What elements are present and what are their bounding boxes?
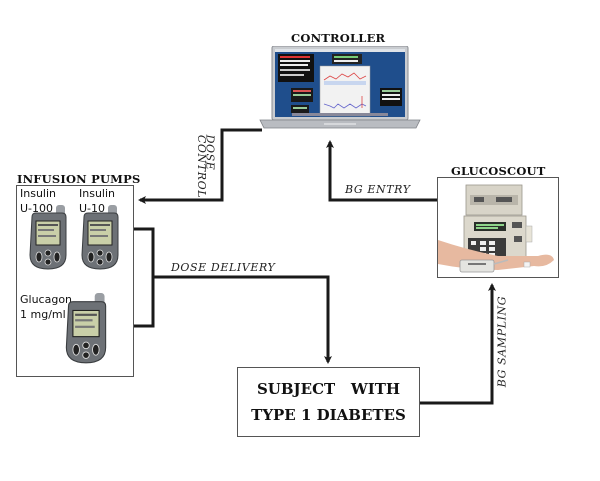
insulin-pump-u10-icon bbox=[80, 205, 120, 271]
subject-box: SUBJECT WITH TYPE 1 DIABETES bbox=[237, 367, 420, 437]
pump-u10-label: Insulin U-10 bbox=[79, 186, 115, 216]
glucoscout-title: GLUCOSCOUT bbox=[451, 164, 546, 178]
pump-u100-line2: U-100 bbox=[20, 202, 54, 215]
bg-sampling-label: BG SAMPLING bbox=[495, 295, 509, 388]
control-dose-arrow bbox=[138, 128, 262, 204]
pump-glucagon-label: Glucagon 1 mg/ml bbox=[20, 292, 72, 322]
dose-delivery-label: DOSE DELIVERY bbox=[171, 261, 276, 274]
pump-u10-line1: Insulin bbox=[79, 187, 116, 200]
bg-entry-label: BG ENTRY bbox=[345, 183, 411, 196]
controller-title: CONTROLLER bbox=[291, 31, 386, 45]
bg-entry-arrow bbox=[326, 140, 437, 202]
subject-line1: SUBJECT WITH bbox=[256, 380, 401, 398]
pump-u100-line1: Insulin bbox=[20, 187, 57, 200]
laptop-icon bbox=[258, 45, 422, 132]
dose-label-line2: DOSE bbox=[203, 134, 217, 171]
pump-glucagon-line2: 1 mg/ml bbox=[20, 308, 66, 321]
control-dose-label: CONTROL DOSE bbox=[188, 132, 218, 202]
dose-delivery-arrow bbox=[153, 275, 332, 364]
glucagon-pump-icon bbox=[64, 293, 108, 365]
pump-u100-label: Insulin U-100 bbox=[20, 186, 56, 216]
subject-line2: TYPE 1 DIABETES bbox=[251, 406, 406, 424]
bg-sampling-arrow bbox=[420, 283, 496, 405]
pump-glucagon-line1: Glucagon bbox=[20, 293, 73, 306]
infusion-pumps-title: INFUSION PUMPS bbox=[17, 172, 141, 186]
insulin-pump-u100-icon bbox=[28, 205, 68, 271]
pump-u10-line2: U-10 bbox=[79, 202, 106, 215]
glucose-monitor-icon bbox=[438, 178, 558, 277]
